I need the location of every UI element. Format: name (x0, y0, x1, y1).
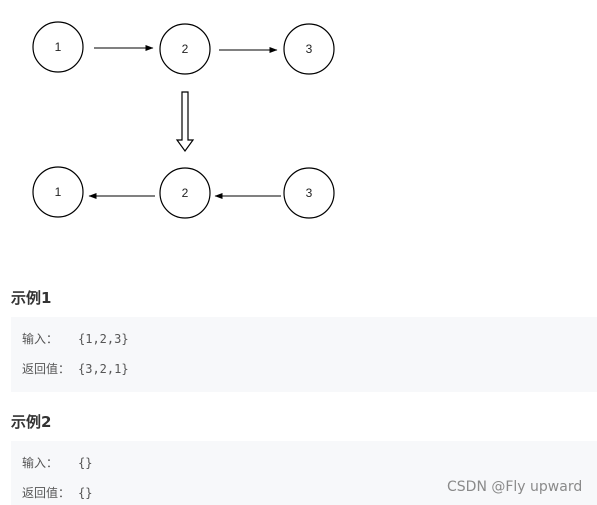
output-value: {3,2,1} (78, 362, 129, 376)
example-2-output-row: 返回值： {} (22, 485, 92, 501)
node-label: 1 (55, 185, 62, 199)
node-1-before: 1 (32, 21, 84, 73)
example-1-input-row: 输入： {1,2,3} (22, 331, 129, 347)
example-1-box: 输入： {1,2,3} 返回值： {3,2,1} (11, 317, 597, 392)
input-label: 输入： (22, 456, 59, 470)
output-label: 返回值： (22, 486, 71, 500)
example-2-box: 输入： {} 返回值： {} (11, 441, 597, 505)
csdn-watermark: CSDN @Fly upward (447, 479, 583, 495)
node-3-after: 3 (283, 167, 335, 219)
output-label: 返回值： (22, 362, 71, 376)
node-label: 2 (182, 42, 189, 56)
example-2-input-row: 输入： {} (22, 455, 92, 471)
input-value: {1,2,3} (78, 332, 129, 346)
node-2-after: 2 (159, 167, 211, 219)
linked-list-reversal-diagram: 1 2 3 1 2 3 (32, 21, 335, 219)
node-1-after: 1 (32, 166, 84, 218)
reverse-transform-arrow (175, 91, 195, 153)
example-2-title: 示例2 (11, 413, 52, 431)
node-label: 3 (306, 186, 313, 200)
input-value: {} (78, 456, 93, 470)
node-3-before: 3 (283, 23, 335, 75)
input-label: 输入： (22, 332, 59, 346)
example-1-output-row: 返回值： {3,2,1} (22, 361, 129, 377)
output-value: {} (78, 486, 93, 500)
node-label: 3 (306, 42, 313, 56)
node-label: 1 (55, 40, 62, 54)
node-2-before: 2 (159, 23, 211, 75)
example-1-title: 示例1 (11, 289, 52, 307)
node-label: 2 (182, 186, 189, 200)
